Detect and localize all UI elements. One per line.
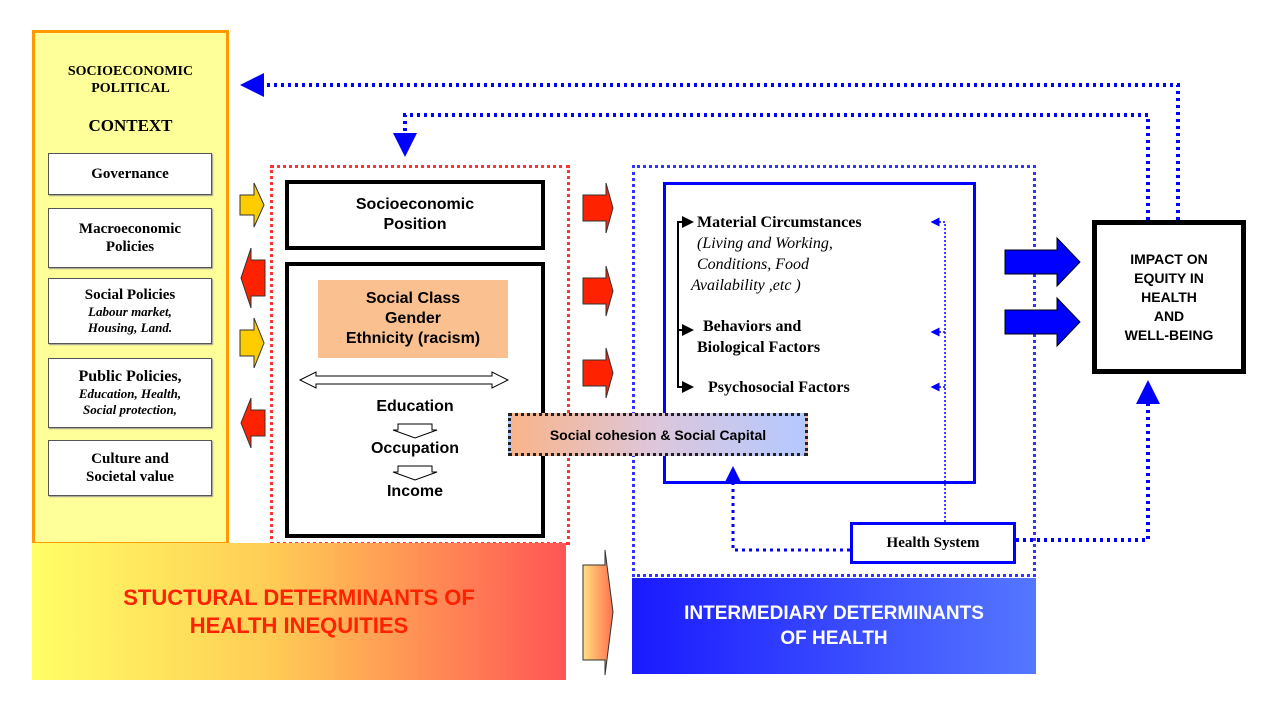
red-arrow-1 — [582, 182, 614, 234]
bracket — [677, 221, 688, 388]
context-title-1: SOCIOECONOMIC — [67, 64, 194, 79]
down-arrow-2 — [392, 465, 438, 481]
governance-box: Governance — [48, 153, 212, 195]
gradient-arrow — [582, 549, 614, 676]
down-arrow-1 — [392, 423, 438, 439]
health-to-impact-line — [1016, 380, 1160, 542]
context-title-2: POLITICAL — [91, 81, 170, 96]
income-label: Income — [386, 483, 443, 500]
occupation-label: Occupation — [370, 440, 459, 457]
red-arrow-2 — [582, 265, 614, 317]
health-to-intermediary-line — [724, 466, 850, 552]
feedback-line-outer — [240, 73, 1180, 220]
feedback-line-inner — [393, 113, 1150, 220]
intermediary-dotted-frame — [632, 165, 1036, 577]
material-circumstances: Material Circumstances (Living and Worki… — [691, 214, 862, 294]
right-arrow-yellow-2 — [239, 317, 265, 369]
psychosocial-label: Psychosocial Factors — [708, 379, 850, 396]
education-label: Education — [376, 398, 454, 415]
social-cohesion-box: Social cohesion & Social Capital — [508, 413, 808, 456]
right-arrow-yellow-1 — [239, 182, 265, 228]
left-arrow-red-2 — [240, 397, 266, 449]
public-policies-box: Public Policies,Education, Health,Social… — [48, 358, 212, 428]
blue-arrow-2 — [1004, 296, 1081, 348]
left-arrow-red-1 — [240, 247, 266, 309]
blue-arrow-1 — [1004, 236, 1081, 288]
health-system-box: Health System — [850, 522, 1016, 564]
double-arrow — [298, 371, 510, 389]
context-title-3: CONTEXT — [88, 116, 173, 135]
health-feedback-line — [930, 217, 946, 522]
red-arrow-3 — [582, 347, 614, 399]
